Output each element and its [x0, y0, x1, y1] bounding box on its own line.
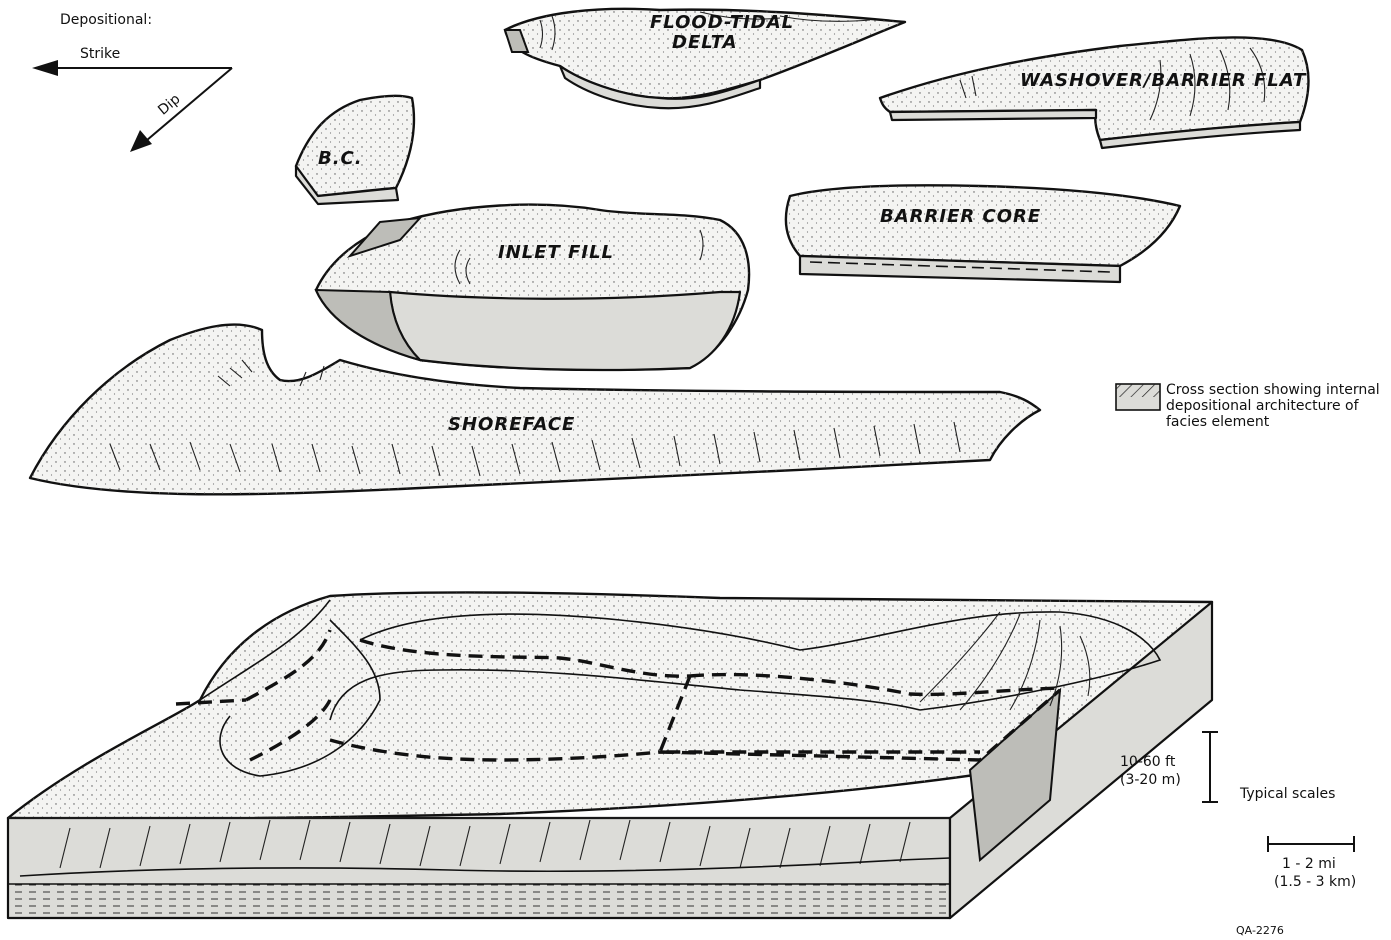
flood-tidal-delta-element: FLOOD-TIDAL DELTA — [505, 9, 905, 108]
flood-tidal-delta-label-1: FLOOD-TIDAL — [650, 12, 794, 33]
bc-label: B.C. — [318, 148, 363, 169]
vertical-scale-m: (3-20 m) — [1120, 772, 1181, 788]
scales-title: Typical scales — [1239, 786, 1335, 802]
orientation-title: Depositional: — [60, 12, 152, 28]
horizontal-scale-mi: 1 - 2 mi — [1282, 856, 1336, 872]
legend: Cross section showing internal depositio… — [1116, 382, 1380, 430]
orientation-indicator: Depositional: Strike Dip — [32, 12, 232, 152]
dip-arrow-head — [130, 130, 152, 152]
dip-arrow-line — [140, 68, 232, 146]
legend-line-3: facies element — [1166, 414, 1270, 430]
bc-element: B.C. — [296, 96, 414, 204]
vertical-scale-ft: 10-60 ft — [1120, 754, 1176, 770]
figure-id: QA-2276 — [1236, 924, 1284, 937]
strike-label: Strike — [80, 46, 120, 62]
scales: 10-60 ft (3-20 m) Typical scales 1 - 2 m… — [1120, 732, 1356, 890]
strike-arrow-head — [32, 60, 58, 76]
dip-label: Dip — [155, 91, 183, 118]
inlet-fill-label: INLET FILL — [498, 242, 614, 263]
block-diagram — [8, 592, 1212, 918]
legend-line-1: Cross section showing internal — [1166, 382, 1380, 398]
barrier-core-element: BARRIER CORE — [786, 185, 1180, 282]
flood-tidal-delta-label-2: DELTA — [672, 32, 738, 53]
horizontal-scale-km: (1.5 - 3 km) — [1274, 874, 1356, 890]
washover-barrier-flat-element: WASHOVER/BARRIER FLAT — [880, 37, 1309, 148]
washover-label: WASHOVER/BARRIER FLAT — [1020, 70, 1307, 91]
shoreface-label: SHOREFACE — [448, 414, 575, 435]
legend-swatch-hatch — [1116, 384, 1160, 397]
barrier-core-label: BARRIER CORE — [880, 206, 1041, 227]
legend-line-2: depositional architecture of — [1166, 398, 1360, 414]
inlet-fill-element: INLET FILL — [316, 205, 749, 370]
